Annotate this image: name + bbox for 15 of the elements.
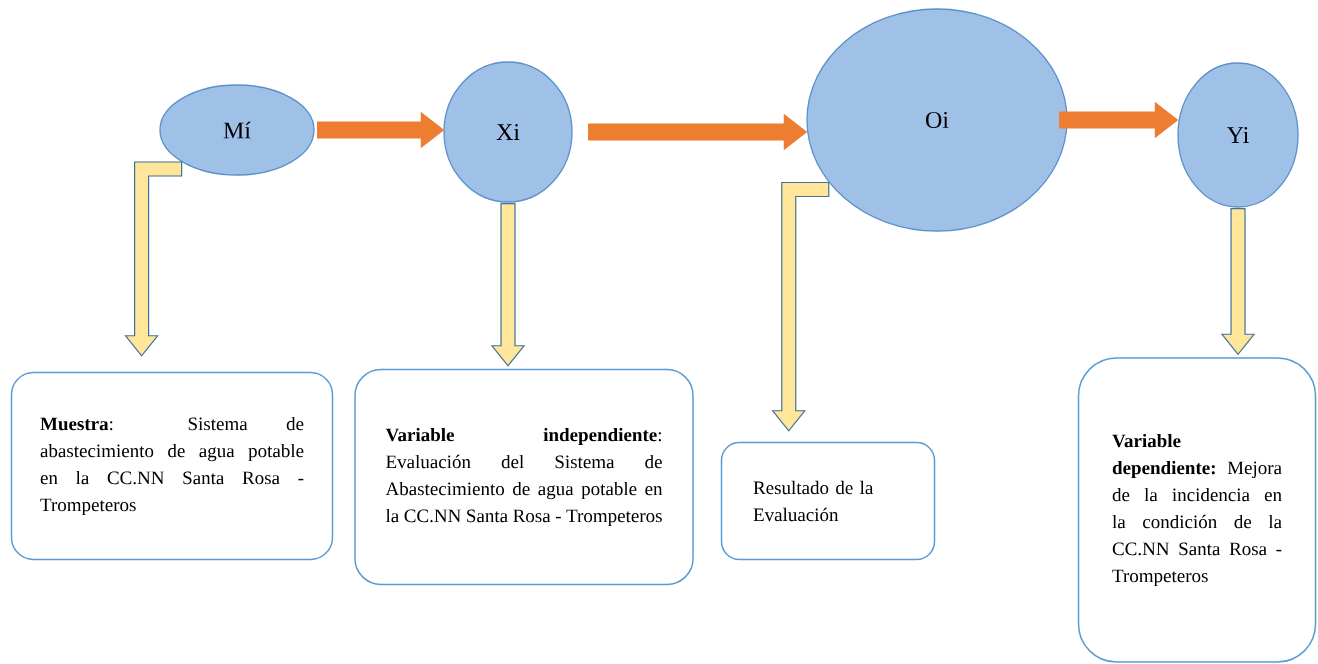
ellipse-node: Yi <box>1177 62 1299 208</box>
block-arrow <box>1059 101 1179 139</box>
text-box: Resultado de la Evaluación <box>720 441 936 561</box>
ellipse-node: Oi <box>806 8 1068 232</box>
block-arrow <box>124 161 183 357</box>
ellipse-node: Xi <box>443 61 573 203</box>
block-arrow <box>771 181 830 432</box>
block-arrow <box>588 113 808 151</box>
text-box: Muestra: Sistema de abastecimiento de agua potable en la CC.NN Santa Rosa - Trompeteros <box>10 371 334 561</box>
ellipse-node: Mí <box>159 84 315 176</box>
block-arrow <box>490 203 526 367</box>
text-box: Variable dependiente: Mejora de la incidencia en la condición de la CC.NN Santa Rosa - Trompeteros <box>1077 357 1317 663</box>
block-arrow <box>317 111 445 149</box>
text-box: Variable independiente: Evaluación del Sistema de Abastecimiento de agua potable en la CC.NN Santa Rosa - Trompeteros <box>354 368 694 586</box>
block-arrow <box>1220 208 1256 356</box>
